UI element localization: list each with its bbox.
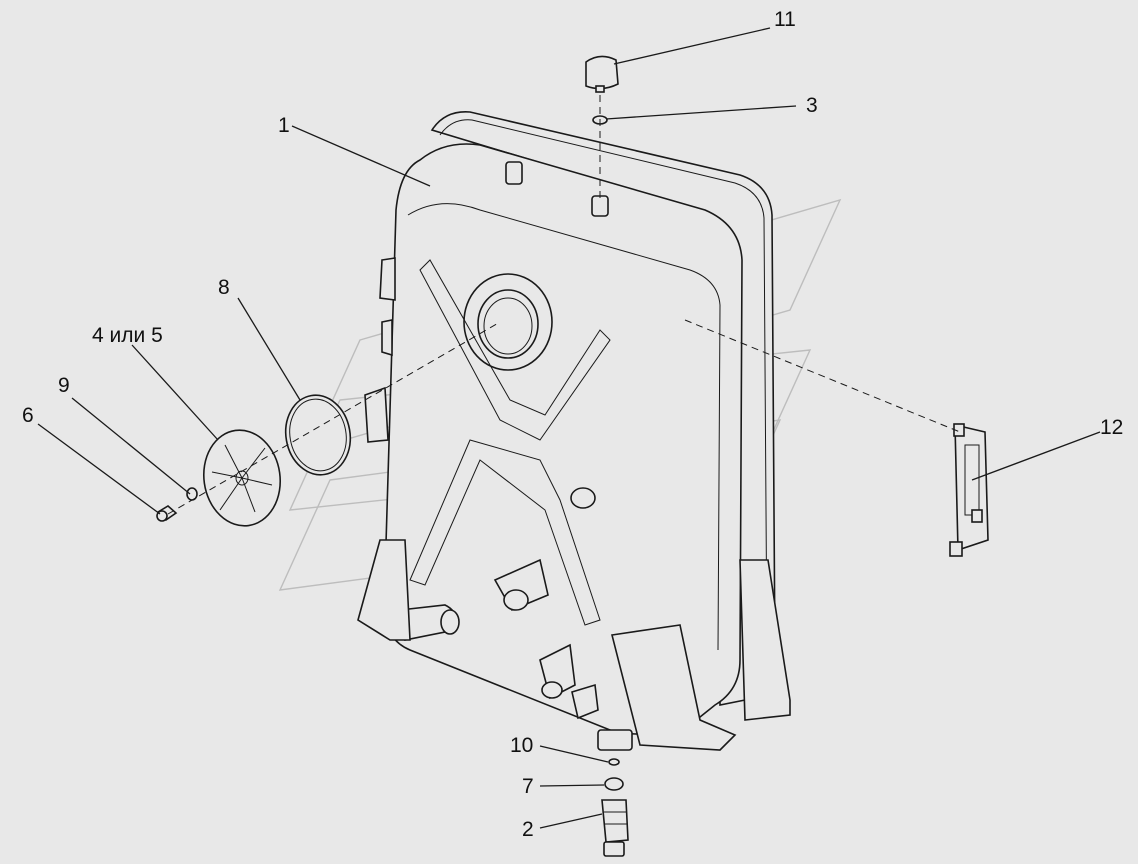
callout-10: 10 [510, 734, 533, 757]
callout-4-or-5: 4 или 5 [92, 324, 163, 347]
tank-body [357, 111, 791, 751]
callout-9: 9 [58, 374, 70, 397]
washer-part-9 [186, 487, 198, 501]
cover-plate-part-4-5 [202, 429, 282, 527]
callout-7: 7 [522, 775, 534, 798]
washer-part-10 [608, 758, 620, 766]
cap-part-11 [585, 55, 619, 93]
o-ring-part-8 [284, 394, 352, 476]
bolt-part-6 [156, 505, 178, 522]
callout-8: 8 [218, 276, 230, 299]
callout-12: 12 [1100, 416, 1123, 439]
bracket-part-12 [949, 423, 989, 557]
drain-plug-part-2 [601, 799, 629, 857]
leader-lines [37, 27, 1101, 829]
callout-6: 6 [22, 404, 34, 427]
callout-3: 3 [806, 94, 818, 117]
callout-2: 2 [522, 818, 534, 841]
callout-11: 11 [774, 8, 796, 31]
callout-1: 1 [278, 114, 290, 137]
o-ring-part-7 [604, 777, 624, 791]
